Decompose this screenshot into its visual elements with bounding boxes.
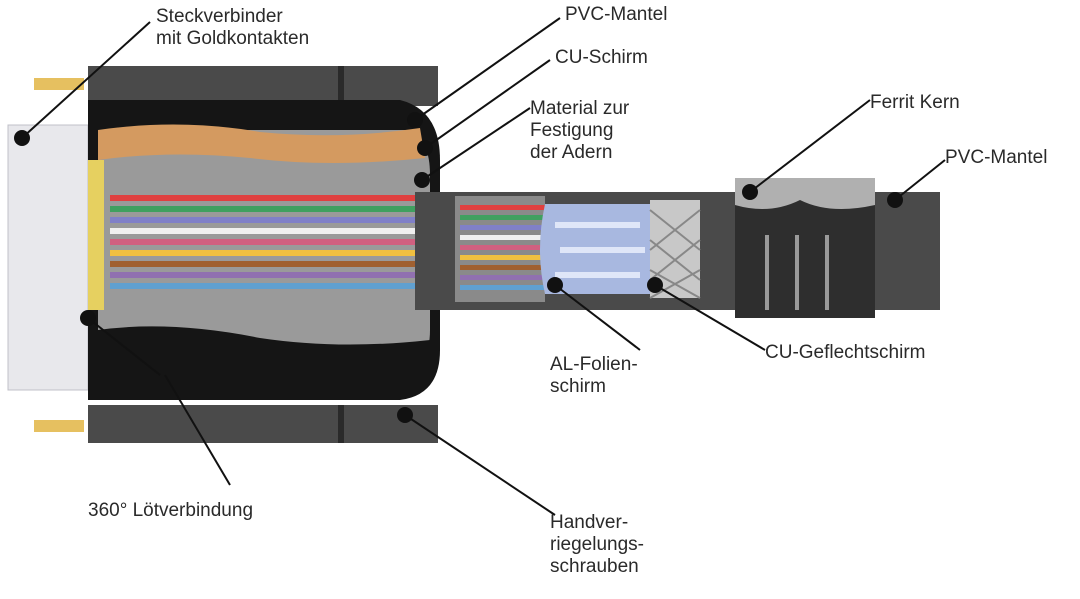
label-line: Material zur [530, 98, 630, 119]
connector-face [7, 124, 89, 391]
wire [110, 283, 445, 289]
label-al-folie: AL-Folien- schirm [550, 354, 638, 398]
label-line: CU-Geflechtschirm [765, 342, 926, 363]
label-line: Ferrit Kern [870, 92, 960, 113]
label-loetverbindung: 360° Lötverbindung [88, 500, 253, 522]
ferrite-ridge [765, 235, 769, 310]
contact-strip [88, 160, 104, 310]
label-material: Material zur Festigung der Adern [530, 98, 629, 164]
wire-bundle-housing [110, 195, 445, 289]
wire [460, 235, 545, 240]
wire-bundle-cable [460, 205, 545, 290]
wire [460, 205, 545, 210]
label-line: schirm [550, 376, 606, 397]
label-pvc-mantel-right: PVC-Mantel [945, 147, 1047, 169]
leader-lines [21, 17, 946, 516]
label-line: Steckverbinder [156, 6, 283, 27]
wire [110, 261, 445, 267]
al-foil-highlights [555, 222, 645, 278]
ferrite-cut [735, 178, 875, 209]
wire [460, 215, 545, 220]
label-line: PVC-Mantel [945, 147, 1048, 168]
wire [460, 285, 545, 290]
wire [110, 217, 445, 223]
solder-connection [98, 326, 430, 372]
rail-joint-top [338, 66, 344, 106]
wire [460, 225, 545, 230]
wire [460, 245, 545, 250]
label-line: CU-Schirm [555, 47, 648, 68]
wire [110, 195, 445, 201]
label-line: der Adern [530, 142, 613, 163]
label-line: PVC-Mantel [565, 4, 668, 25]
wire [110, 206, 445, 212]
label-handverriegelung: Handver- riegelungs- schrauben [550, 512, 644, 578]
ferrite-ridge [825, 235, 829, 310]
leader-dots [14, 112, 903, 423]
label-line: AL-Folien- [550, 354, 638, 375]
label-cu-geflecht: CU-Geflechtschirm [765, 342, 925, 364]
label-line: Handver- [550, 512, 629, 533]
label-ferrit-kern: Ferrit Kern [870, 92, 960, 114]
wire [460, 275, 545, 280]
wire [460, 255, 545, 260]
label-steckverbinder: Steckverbinder mit Goldkontakten [156, 6, 309, 50]
copper-shield-layer [98, 124, 425, 163]
label-line: riegelungs- [550, 534, 644, 555]
rail-joint-bottom [338, 405, 344, 443]
wire [110, 239, 445, 245]
label-pvc-mantel-top: PVC-Mantel [565, 4, 667, 26]
cu-braid-shield [650, 200, 700, 298]
gold-pin-top [34, 78, 84, 90]
braid-pattern [649, 209, 701, 299]
wire [110, 228, 445, 234]
label-line: mit Goldkontakten [156, 28, 310, 49]
label-line: 360° Lötverbindung [88, 500, 254, 521]
screw-rail-bottom [88, 405, 438, 443]
wire [110, 272, 445, 278]
ferrite-ridge [795, 235, 799, 310]
label-cu-schirm: CU-Schirm [555, 47, 648, 69]
label-line: Festigung [530, 120, 614, 141]
screw-rail-top [88, 66, 438, 106]
gold-pin-bottom [34, 420, 84, 432]
wire [110, 250, 445, 256]
label-line: schrauben [550, 556, 639, 577]
wire [460, 265, 545, 270]
